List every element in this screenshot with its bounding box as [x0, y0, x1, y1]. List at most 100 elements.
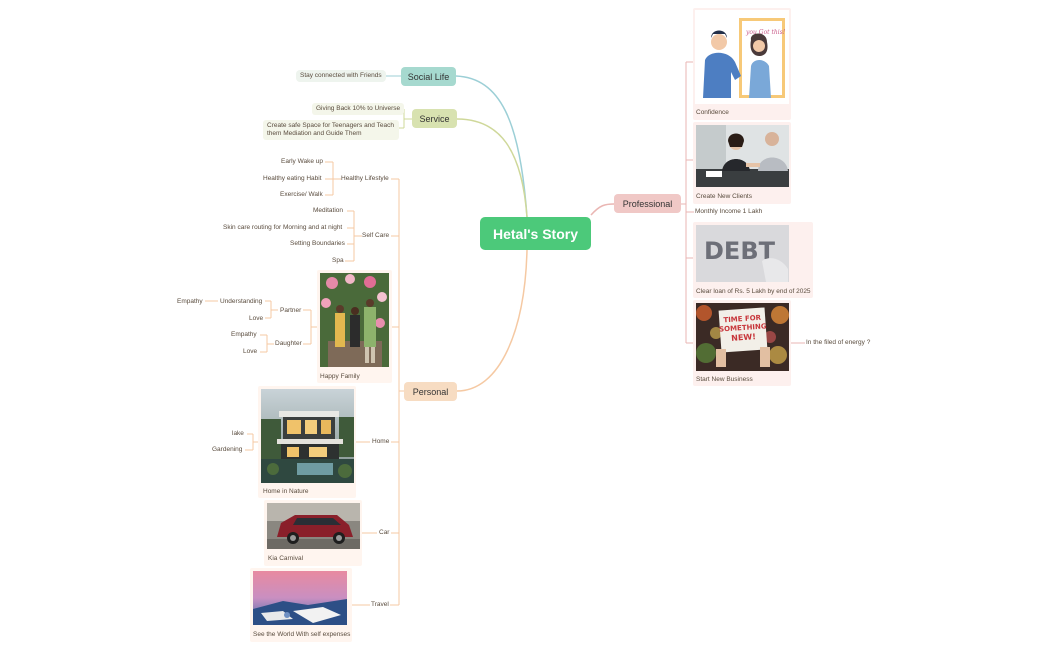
topic-label: Early Wake up: [281, 158, 324, 165]
connector-social: [455, 75, 528, 218]
car-photo: [267, 503, 360, 549]
topic-meditation[interactable]: Meditation: [313, 207, 343, 215]
topic-gardening[interactable]: Gardening: [212, 446, 242, 454]
business-photo: TIME FOR SOMETHING NEW!: [696, 303, 789, 371]
debt-photo: DEBT: [696, 225, 789, 282]
travel-photo: [253, 571, 347, 625]
topic-setting-boundaries[interactable]: Setting Boundaries: [290, 240, 345, 248]
topic-label: Exercise/ Walk: [280, 191, 323, 198]
central-topic[interactable]: Hetal's Story: [480, 217, 591, 250]
clients-photo: [696, 125, 789, 187]
connector-selfcare: [345, 210, 362, 262]
image-caption: Happy Family: [320, 373, 360, 380]
topic-label: Self Care: [362, 232, 390, 239]
image-caption: See the World With self expenses: [253, 631, 351, 638]
connector-family: [205, 300, 319, 353]
topic-healthy-lifestyle[interactable]: Healthy Lifestyle: [341, 175, 389, 183]
topic-label: Love: [249, 315, 264, 322]
topic-label: Home: [372, 438, 390, 445]
branch-label: Service: [419, 113, 450, 124]
topic-label: Empathy: [231, 331, 257, 338]
topic-monthly-income[interactable]: Monthly Income 1 Lakh: [695, 208, 762, 216]
topic-label: Healthy Lifestyle: [341, 175, 389, 182]
topic-label: Love: [243, 348, 258, 355]
confidence-illustration: you Got this!: [695, 10, 789, 104]
topic-travel[interactable]: Travel: [371, 601, 389, 609]
connector-personal-trunk: [390, 178, 404, 606]
topic-stay-connected[interactable]: Stay connected with Friends: [296, 70, 386, 82]
topic-label: Spa: [332, 257, 344, 264]
sign-line-1: TIME FOR: [723, 314, 762, 325]
topic-safe-space[interactable]: Create safe Space for Teenagers and Teac…: [263, 120, 399, 140]
connector-home: [245, 433, 370, 451]
topic-label: Stay connected with Friends: [300, 72, 382, 79]
topic-label: Gardening: [212, 446, 243, 453]
central-title: Hetal's Story: [492, 225, 579, 242]
topic-partner-empathy[interactable]: Empathy: [177, 298, 203, 306]
image-caption: Confidence: [696, 109, 729, 116]
topic-early-wake-up[interactable]: Early Wake up: [281, 158, 323, 166]
poster-text: you Got this!: [745, 29, 786, 36]
topic-car[interactable]: Car: [379, 529, 389, 537]
branch-professional[interactable]: Professional: [614, 194, 681, 213]
topic-label: Skin care routing for Morning and at nig…: [223, 224, 343, 231]
branch-label: Personal: [412, 386, 449, 397]
image-card-family[interactable]: Happy Family: [317, 270, 392, 383]
topic-partner[interactable]: Partner: [280, 307, 301, 315]
topic-label: Partner: [280, 307, 302, 314]
topic-label: lake: [232, 430, 244, 437]
sign-line-2: SOMETHING: [719, 322, 767, 333]
image-caption: Kia Carnival: [268, 555, 304, 562]
topic-partner-understanding[interactable]: Understanding: [220, 298, 262, 306]
connector-personal: [456, 249, 528, 392]
topic-label: Travel: [371, 601, 389, 608]
image-caption: Home in Nature: [263, 488, 309, 495]
family-photo: [320, 273, 389, 367]
branch-service[interactable]: Service: [412, 109, 457, 128]
image-caption: Clear loan of Rs. 5 Lakh by end of 2025: [696, 288, 811, 295]
image-card-clients[interactable]: Create New Clients: [693, 122, 791, 204]
topic-label: In the filed of energy ?: [806, 339, 871, 346]
connector-service-leaves: [398, 108, 412, 129]
topic-energy-field[interactable]: In the filed of energy ?: [806, 339, 870, 347]
branch-label: Professional: [622, 198, 673, 209]
topic-label: Monthly Income 1 Lakh: [695, 208, 763, 215]
topic-lake[interactable]: lake: [232, 430, 244, 438]
topic-daughter-empathy[interactable]: Empathy: [231, 331, 257, 339]
connector-professional: [590, 203, 615, 216]
topic-self-care[interactable]: Self Care: [362, 232, 389, 240]
topic-label: Daughter: [275, 340, 302, 347]
topic-label: Understanding: [220, 298, 263, 305]
topic-label: Setting Boundaries: [290, 240, 345, 247]
branch-social-life[interactable]: Social Life: [401, 67, 456, 86]
image-card-car[interactable]: Kia Carnival: [264, 500, 362, 566]
topic-home[interactable]: Home: [372, 438, 389, 446]
topic-giving-back[interactable]: Giving Back 10% to Universe: [312, 103, 405, 115]
topic-daughter-love[interactable]: Love: [243, 348, 257, 356]
topic-healthy-eating[interactable]: Healthy eating Habit: [263, 175, 322, 183]
home-photo: [261, 389, 354, 483]
topic-label: Meditation: [313, 207, 343, 214]
image-card-home[interactable]: Home in Nature: [258, 386, 356, 498]
image-card-travel[interactable]: See the World With self expenses: [250, 568, 352, 642]
topic-label: Car: [379, 529, 390, 536]
connector-healthy: [325, 161, 341, 196]
image-caption: Create New Clients: [696, 193, 752, 200]
topic-exercise-walk[interactable]: Exercise/ Walk: [280, 191, 323, 199]
topic-partner-love[interactable]: Love: [249, 315, 263, 323]
sign-line-3: NEW!: [731, 332, 756, 343]
image-card-confidence[interactable]: you Got this! Confidence: [693, 8, 791, 120]
topic-spa[interactable]: Spa: [332, 257, 344, 265]
topic-label: Create safe Space for Teenagers and Teac…: [267, 122, 394, 137]
branch-personal[interactable]: Personal: [404, 382, 457, 401]
topic-label: Healthy eating Habit: [263, 175, 322, 182]
image-card-debt[interactable]: DEBT Clear loan of Rs. 5 Lakh by end of …: [693, 222, 813, 298]
image-caption: Start New Business: [696, 376, 753, 383]
topic-label: Empathy: [177, 298, 203, 305]
image-card-business[interactable]: TIME FOR SOMETHING NEW! Start New Busine…: [693, 300, 791, 386]
branch-label: Social Life: [407, 71, 450, 82]
topic-skin-care[interactable]: Skin care routing for Morning and at nig…: [223, 224, 342, 232]
connector-service: [456, 118, 528, 218]
topic-daughter[interactable]: Daughter: [275, 340, 302, 348]
